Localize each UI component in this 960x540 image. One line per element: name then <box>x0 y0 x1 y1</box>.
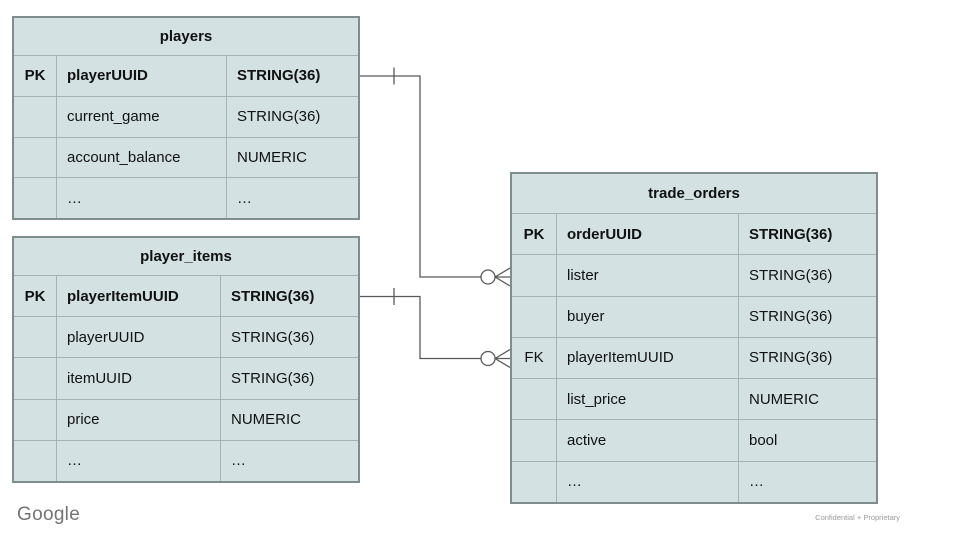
cell-type: STRING(36) <box>231 287 315 305</box>
cell-name: active <box>557 420 739 461</box>
table-row-player_items-2: itemUUID STRING(36) <box>14 358 358 400</box>
cell-key <box>512 379 557 420</box>
table-row-players-1: current_game STRING(36) <box>14 96 358 138</box>
table-row-players-3: …… <box>14 178 358 218</box>
cell-name: … <box>57 178 227 218</box>
cell-type: STRING(36) <box>237 67 321 85</box>
cell-key <box>14 440 57 482</box>
table-row-trade_orders-4: list_price NUMERIC <box>512 379 876 421</box>
table-title-trade_orders: trade_orders <box>512 174 876 214</box>
cell-name: list_price <box>557 379 739 420</box>
confidential-label: Confidential + Proprietary <box>815 513 900 522</box>
cell-key <box>512 461 557 502</box>
table-title-player_items: player_items <box>14 238 358 276</box>
cell-type: NUMERIC <box>749 390 819 408</box>
cell-key <box>512 296 557 337</box>
table-row-trade_orders-1: lister STRING(36) <box>512 255 876 297</box>
cell-name: … <box>57 440 221 482</box>
cell-type: NUMERIC <box>231 411 301 429</box>
cell-key <box>14 137 57 178</box>
cell-name: account_balance <box>57 137 227 178</box>
table-row-players-2: account_balance NUMERIC <box>14 137 358 179</box>
cell-type: STRING(36) <box>237 108 321 126</box>
cell-name: price <box>57 399 221 440</box>
cell-key: FK <box>512 337 557 379</box>
table-row-player_items-3: price NUMERIC <box>14 399 358 441</box>
cell-type: … <box>749 473 764 491</box>
cell-name: orderUUID <box>557 214 739 255</box>
cell-key <box>14 399 57 440</box>
cell-type: STRING(36) <box>749 225 833 243</box>
cell-type: STRING(36) <box>231 370 315 387</box>
cell-key <box>512 420 557 461</box>
cell-type: bool <box>749 432 778 450</box>
cell-name: playerItemUUID <box>557 337 739 379</box>
cell-key <box>14 178 57 218</box>
cell-name: playerUUID <box>57 56 227 96</box>
cell-name: playerUUID <box>57 317 221 358</box>
cell-name: itemUUID <box>57 358 221 399</box>
cell-key: PK <box>14 276 57 317</box>
table-row-player_items-1: playerUUID STRING(36) <box>14 317 358 359</box>
table-row-trade_orders-2: buyer STRING(36) <box>512 296 876 338</box>
cell-type: … <box>231 452 246 470</box>
cell-type: … <box>237 189 252 207</box>
cell-key <box>14 317 57 358</box>
cell-type: STRING(36) <box>749 308 833 326</box>
cell-type: NUMERIC <box>237 148 307 166</box>
table-row-trade_orders-6: …… <box>512 461 876 502</box>
cell-key: PK <box>14 56 57 96</box>
cell-name: current_game <box>57 96 227 137</box>
table-row-player_items-4: …… <box>14 440 358 482</box>
cell-name: buyer <box>557 296 739 337</box>
cell-type: STRING(36) <box>231 328 315 346</box>
cell-type: STRING(36) <box>749 266 833 284</box>
cell-type: STRING(36) <box>749 349 833 367</box>
cell-name: … <box>557 461 739 502</box>
cell-key <box>14 358 57 399</box>
cell-key: PK <box>512 214 557 255</box>
table-title-players: players <box>14 18 358 56</box>
table-row-trade_orders-5: active bool <box>512 420 876 462</box>
cell-key <box>14 96 57 137</box>
cell-name: playerItemUUID <box>57 276 221 317</box>
cell-name: lister <box>557 255 739 296</box>
google-logo: Google <box>17 504 81 525</box>
cell-key <box>512 255 557 296</box>
